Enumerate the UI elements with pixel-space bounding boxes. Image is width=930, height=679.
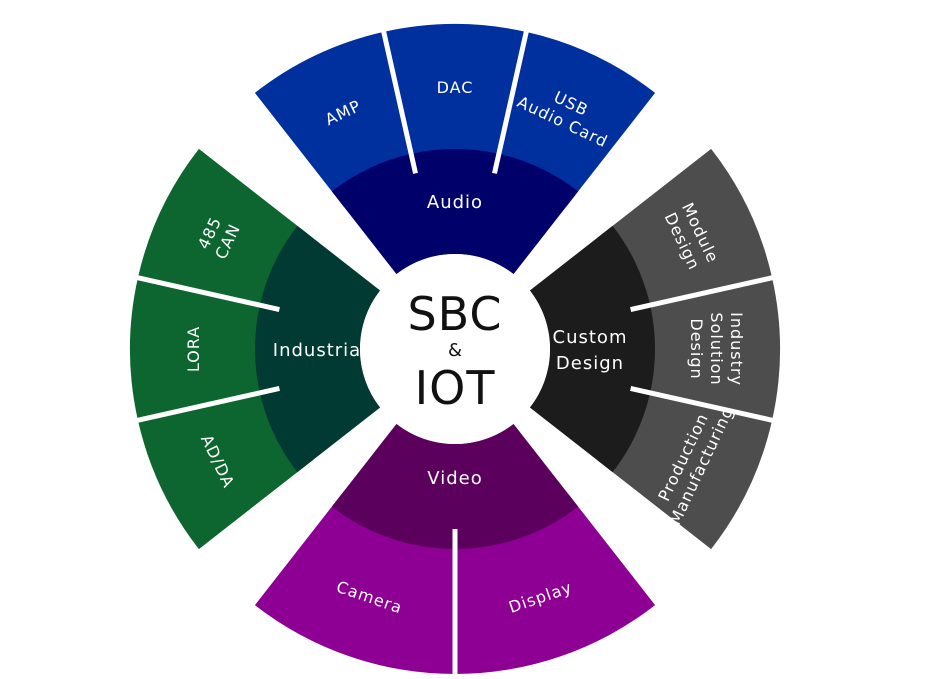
category-label-custom-design: Custom (553, 327, 628, 348)
label-lora: LORA (184, 326, 203, 372)
label-dac: DAC (437, 78, 474, 97)
category-audio (331, 149, 579, 275)
center-hub: SBC & IOT (360, 254, 550, 444)
segment-production-manufacturing (596, 388, 773, 550)
segment-dac (383, 24, 527, 174)
center-title-bottom: IOT (415, 361, 496, 415)
segment-lora (129, 277, 280, 421)
label-industry-solution-design-line: Solution (707, 312, 726, 385)
segment-usb-audio-card (494, 31, 656, 208)
category-label-video: Video (427, 468, 482, 489)
segment-485-can (137, 148, 314, 310)
sub-separator (630, 386, 775, 424)
sub-separator (492, 29, 530, 174)
category-label-audio: Audio (427, 192, 483, 213)
segment-module-design (596, 148, 773, 310)
category-video (331, 423, 579, 549)
segment-ad-da (137, 388, 314, 550)
center-title-top: SBC (407, 287, 502, 341)
category-label-custom-design: Design (556, 353, 624, 374)
label-industry-solution-design-line: Design (687, 318, 706, 379)
category-custom-design (529, 225, 655, 473)
label-lora-line: LORA (184, 326, 203, 372)
separators (135, 29, 775, 676)
inner-ring (255, 149, 655, 549)
label-dac-line: DAC (437, 78, 474, 97)
sub-separator (630, 274, 775, 312)
sub-separator (135, 386, 280, 424)
segment-amp (254, 31, 416, 208)
category-industrial (255, 225, 381, 473)
segment-industry-solution-design (630, 277, 781, 421)
center-circle (360, 254, 550, 444)
outer-ring (129, 24, 781, 674)
center-title-ampersand: & (448, 340, 462, 361)
category-label-industrial: Industrial (273, 340, 367, 361)
sub-separator (380, 29, 418, 174)
label-industry-solution-design-line: Industry (727, 312, 746, 386)
sub-separator (135, 274, 280, 312)
